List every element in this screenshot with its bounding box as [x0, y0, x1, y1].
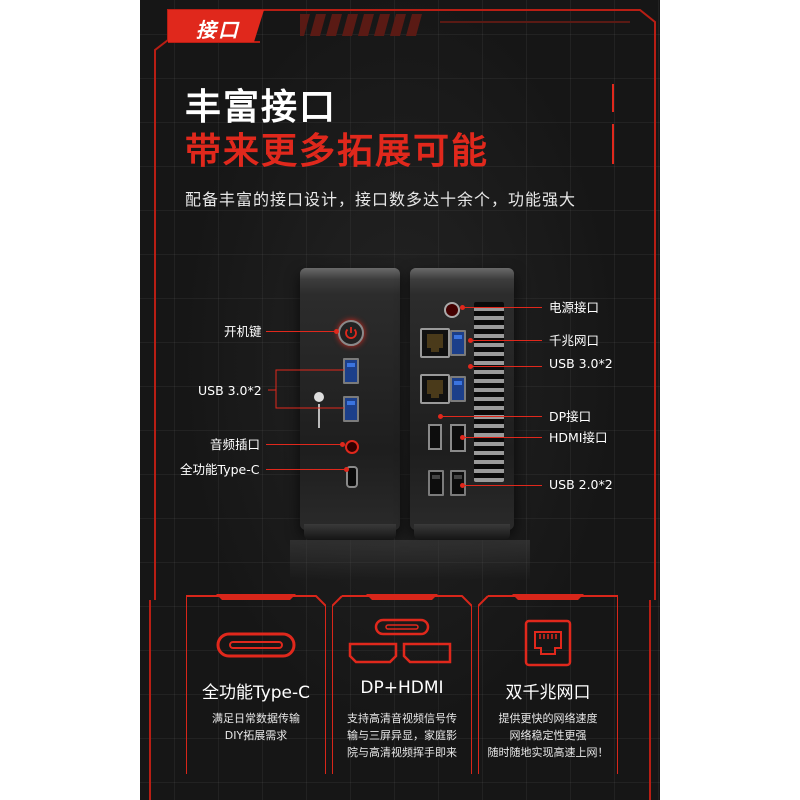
ethernet-port-2[interactable] — [420, 374, 450, 404]
dp-port[interactable] — [428, 424, 442, 450]
header-tab-shape — [168, 10, 264, 42]
connector-line — [470, 366, 542, 367]
card-description: 提供更快的网络速度网络稳定性更强随时随地实现高速上网！ — [487, 712, 609, 759]
connector-dot — [334, 329, 339, 334]
card-title: 全功能Type-C — [201, 683, 311, 703]
connector-line — [462, 307, 542, 308]
device-base — [304, 524, 396, 540]
label-lan: 千兆网口 — [549, 333, 600, 348]
connector-line — [266, 469, 346, 470]
label-rear-usb3: USB 3.0*2 — [549, 356, 613, 371]
card-frame — [478, 594, 618, 774]
label-power-button: 开机键 — [224, 324, 262, 339]
device-base — [414, 524, 510, 540]
connector-dot — [340, 442, 345, 447]
hero-subtitle: 配备丰富的接口设计，接口数多达十余个，功能强大 — [185, 190, 577, 209]
label-hdmi: HDMI接口 — [549, 430, 608, 445]
device-top-edge — [300, 268, 400, 280]
label-dp: DP接口 — [549, 409, 592, 424]
front-device — [300, 268, 400, 540]
typec-port-icon — [216, 632, 296, 658]
label-usb2: USB 2.0*2 — [549, 477, 613, 492]
hero-title-line1: 丰富接口 — [185, 87, 338, 128]
connector-dot — [468, 364, 473, 369]
ethernet-port-icon — [524, 619, 572, 667]
front-usb3-port-1[interactable] — [343, 358, 359, 384]
card-frame — [186, 594, 326, 774]
device-top-edge — [410, 268, 514, 280]
header-tab-label: 接口 — [196, 18, 240, 42]
connector-line — [266, 331, 336, 332]
card-frame — [332, 594, 472, 774]
brand-logo-icon — [314, 392, 324, 428]
dark-panel — [140, 0, 660, 800]
card-description: 支持高清音视频信号传输与三屏异显，家庭影院与高清视频挥手即来 — [347, 712, 457, 759]
front-typec-port[interactable] — [346, 466, 358, 488]
rear-usb3-port-1[interactable] — [450, 330, 466, 356]
dc-power-jack[interactable] — [444, 302, 460, 318]
audio-jack[interactable] — [345, 440, 359, 454]
connector-dot — [460, 435, 465, 440]
connector-dot — [468, 338, 473, 343]
connector-line — [470, 340, 542, 341]
bracket-line — [268, 369, 344, 409]
connector-dot — [344, 467, 349, 472]
accent-bar — [612, 84, 614, 112]
connector-line — [462, 437, 542, 438]
card-title: 双千兆网口 — [505, 683, 591, 703]
ethernet-port-1[interactable] — [420, 328, 450, 358]
header-stripes — [300, 14, 630, 36]
power-button[interactable] — [338, 320, 364, 346]
hero-title-line2: 带来更多拓展可能 — [185, 131, 490, 172]
label-front-typec: 全功能Type-C — [180, 462, 260, 477]
rear-usb2-port-1[interactable] — [428, 470, 444, 496]
front-usb3-port-2[interactable] — [343, 396, 359, 422]
connector-line — [440, 416, 542, 417]
feature-card-dp-hdmi: DP+HDMI 支持高清音视频信号传输与三屏异显，家庭影院与高清视频挥手即来 — [332, 594, 472, 774]
rear-usb2-port-2[interactable] — [450, 470, 466, 496]
vent-grille — [474, 302, 504, 482]
panel-glow — [140, 0, 660, 800]
connector-line — [266, 444, 342, 445]
power-icon — [345, 327, 357, 339]
hdmi-port[interactable] — [450, 424, 466, 452]
label-audio-jack: 音频插口 — [210, 437, 261, 452]
rear-usb3-port-2[interactable] — [450, 376, 466, 402]
connector-line — [462, 485, 542, 486]
connector-dot — [438, 414, 443, 419]
card-title: DP+HDMI — [360, 678, 444, 698]
connector-dot — [460, 483, 465, 488]
dp-hdmi-ports-icon — [348, 618, 452, 664]
device-reflection — [290, 540, 530, 580]
connector-dot — [460, 305, 465, 310]
label-power-jack: 电源接口 — [549, 300, 600, 315]
feature-card-ethernet: 双千兆网口 提供更快的网络速度网络稳定性更强随时随地实现高速上网！ — [478, 594, 618, 774]
label-front-usb3: USB 3.0*2 — [198, 383, 262, 398]
accent-bar — [612, 124, 614, 164]
